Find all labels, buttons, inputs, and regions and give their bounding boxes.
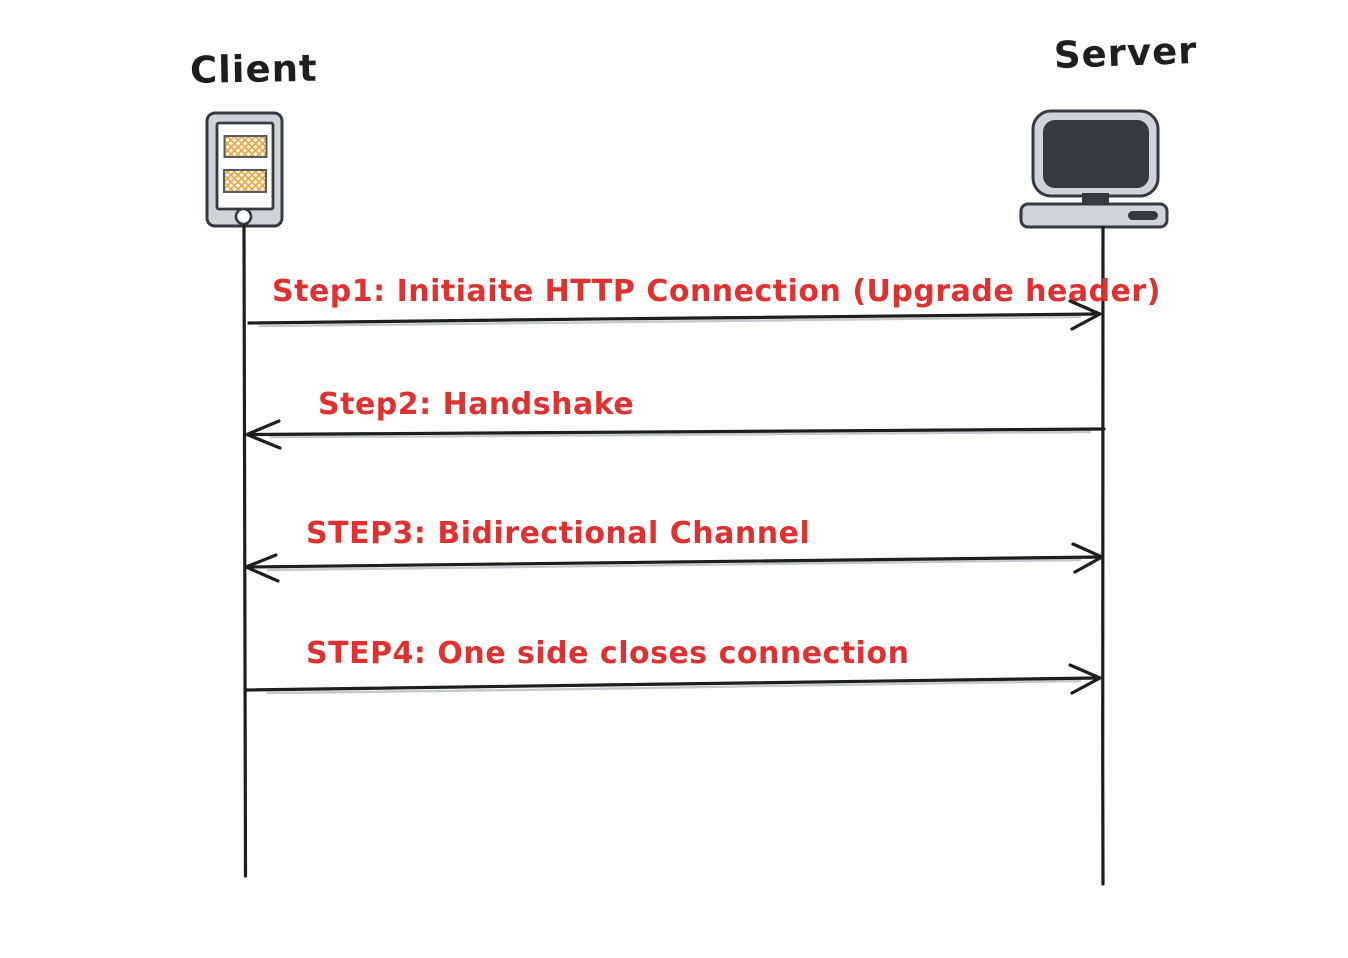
message-step3-arrowhead-right [1071,542,1104,574]
message-step2-arrowhead-left [245,419,282,450]
actor-client: Client [190,47,318,878]
phone-screen-block-1 [223,135,268,158]
message-step3-arrowhead-left [244,553,280,583]
message-step1-arrow [247,312,1100,325]
message-step2-arrow [248,427,1106,437]
message-step1-arrow-shadow [258,315,1082,328]
monitor-screen [1043,120,1149,188]
message-step1: Step1: Initiaite HTTP Connection (Upgrad… [247,274,1161,331]
message-step4: STEP4: One side closes connection [245,636,1102,695]
phone-home-button [234,207,253,226]
message-step3: STEP3: Bidirectional Channel [244,516,1104,583]
message-step3-label: STEP3: Bidirectional Channel [306,516,810,551]
base-slot [1128,211,1158,220]
message-step4-arrow [245,676,1100,692]
computer-base [1019,202,1169,229]
actor-server: Server [1019,29,1198,886]
message-step2-label: Step2: Handshake [318,387,634,422]
message-step4-label: STEP4: One side closes connection [306,636,909,671]
message-step1-arrowhead-right [1068,299,1102,331]
phone-screen-block-2 [223,169,267,193]
desktop-computer-icon [1019,109,1169,229]
message-step4-arrowhead-right [1068,663,1102,695]
mobile-device-icon [205,111,284,228]
message-step2: Step2: Handshake [245,387,1106,450]
client-actor-label: Client [190,47,318,92]
message-step2-arrow-shadow [268,430,1092,439]
message-step1-label: Step1: Initiaite HTTP Connection (Upgrad… [272,274,1161,309]
message-step4-arrow-shadow [266,679,1082,695]
message-step3-arrow-shadow [266,558,1082,572]
server-actor-label: Server [1053,29,1198,77]
client-lifeline [242,224,248,878]
server-lifeline [1101,225,1105,886]
message-step3-arrow [245,555,1103,569]
